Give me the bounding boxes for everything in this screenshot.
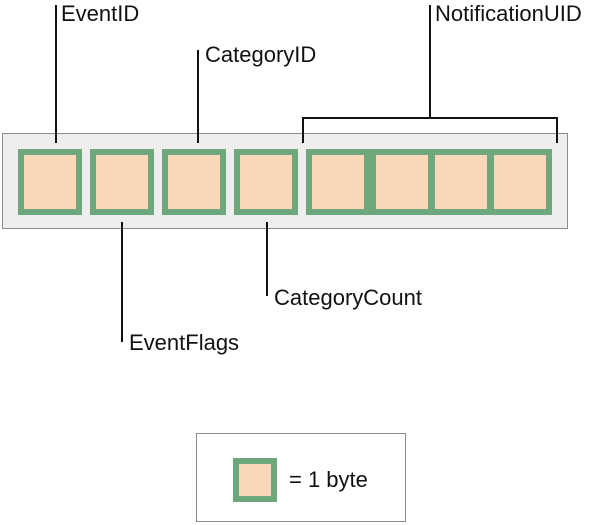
- event-id-label: EventID: [61, 1, 140, 26]
- byte-cell-notification-uid-1: [306, 149, 370, 215]
- byte-cell-event-flags: [90, 149, 154, 215]
- notification-uid-label: NotificationUID: [435, 1, 582, 26]
- legend-byte-swatch: [233, 458, 277, 502]
- byte-cell-category-id: [162, 149, 226, 215]
- event-flags-label: EventFlags: [129, 330, 240, 355]
- category-id-label: CategoryID: [205, 42, 317, 67]
- byte-cell-notification-uid-3: [429, 149, 493, 215]
- byte-cell-notification-uid-4: [488, 149, 552, 215]
- legend-text: = 1 byte: [289, 467, 368, 492]
- category-count-label: CategoryCount: [274, 285, 422, 310]
- notification-uid-bracket: [302, 117, 558, 143]
- byte-cell-category-count: [234, 149, 298, 215]
- legend-box: [196, 433, 406, 522]
- byte-cell-event-id: [18, 149, 82, 215]
